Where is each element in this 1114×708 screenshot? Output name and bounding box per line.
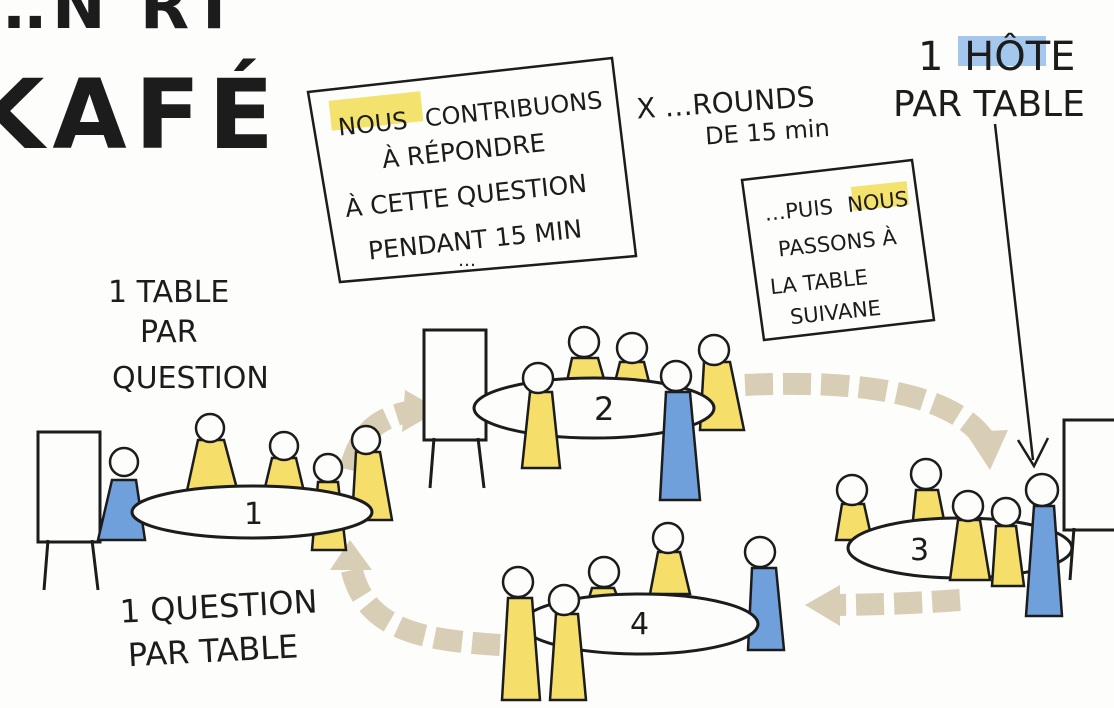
host-line-2: PAR TABLE bbox=[893, 84, 1085, 125]
people-table-3-front bbox=[948, 472, 1064, 618]
flipchart-2 bbox=[422, 328, 488, 489]
host-number: 1 bbox=[918, 34, 943, 80]
note-2-line-2: PASSONS À bbox=[777, 224, 899, 261]
rounds-label: X …ROUNDS DE 15 min bbox=[635, 80, 830, 150]
svg-text:…PUIS NOUS: …PUIS NOUS bbox=[763, 187, 909, 226]
table-1-group: 1 bbox=[96, 412, 394, 552]
people-table-2-front bbox=[520, 359, 702, 502]
note-1-line-5: … bbox=[458, 250, 476, 271]
flipchart-3 bbox=[1062, 418, 1114, 581]
table-per-question-label: 1 TABLE PAR QUESTION bbox=[108, 275, 269, 396]
host-pointer-line bbox=[993, 123, 1035, 461]
people-table-4-front bbox=[500, 565, 588, 702]
arrow-4-to-1 bbox=[339, 558, 501, 656]
title: …N RT KAFÉ bbox=[0, 0, 282, 171]
host-word: HÔTE bbox=[964, 32, 1075, 80]
table-2-group: 2 bbox=[472, 325, 746, 502]
svg-text:1 HÔTE: 1 HÔTE bbox=[918, 32, 1075, 80]
note-2-line-4: SUIVANE bbox=[789, 296, 882, 329]
table-2-number: 2 bbox=[594, 390, 614, 428]
arrow-head-2 bbox=[402, 390, 440, 432]
tpq-line-2: PAR bbox=[140, 315, 198, 350]
svg-text:NOUS CONTRIBUONS: NOUS CONTRIBUONS bbox=[337, 86, 604, 142]
host-highlight bbox=[958, 36, 1046, 66]
qpt-line-2: PAR TABLE bbox=[127, 627, 299, 674]
note-box-next-table: …PUIS NOUS PASSONS À LA TABLE SUIVANE bbox=[740, 158, 936, 342]
note-box-2-frame bbox=[740, 158, 936, 342]
note-box-1-frame bbox=[306, 56, 638, 284]
arrow-head-4 bbox=[805, 585, 840, 626]
note-1-line-1-rest: CONTRIBUONS bbox=[424, 86, 604, 132]
tpq-line-1: 1 TABLE bbox=[108, 275, 229, 310]
note-1-line-3: À CETTE QUESTION bbox=[344, 169, 589, 223]
table-4-number: 4 bbox=[630, 607, 649, 642]
table-3-number: 3 bbox=[910, 533, 929, 568]
host-pointer-head bbox=[1016, 437, 1050, 469]
note-2-line-3: LA TABLE bbox=[769, 265, 869, 299]
tpq-line-3: QUESTION bbox=[112, 361, 269, 396]
note-2-line-1-start: …PUIS bbox=[763, 195, 834, 226]
arrow-head-1 bbox=[330, 540, 372, 570]
qpt-line-1: 1 QUESTION bbox=[119, 582, 318, 630]
title-line-2: KAFÉ bbox=[0, 58, 282, 171]
question-per-table-label: 1 QUESTION PAR TABLE bbox=[119, 582, 318, 674]
host-label: 1 HÔTE PAR TABLE bbox=[893, 32, 1085, 469]
note-box-contribution: NOUS CONTRIBUONS À RÉPONDRE À CETTE QUES… bbox=[306, 56, 638, 284]
arrow-2-to-3 bbox=[744, 372, 995, 447]
table-1 bbox=[130, 484, 374, 540]
nous-highlight-2 bbox=[850, 181, 910, 211]
note-1-highlight: NOUS bbox=[337, 107, 409, 142]
note-1-line-2: À RÉPONDRE bbox=[381, 128, 547, 174]
note-2-highlight: NOUS bbox=[846, 187, 909, 217]
arrow-heads bbox=[330, 390, 1008, 626]
title-line-1: …N RT bbox=[0, 0, 242, 44]
table-3-group: 3 bbox=[834, 457, 1074, 618]
flipchart-1 bbox=[36, 430, 102, 591]
nous-highlight-1 bbox=[328, 91, 424, 131]
table-4-group: 4 bbox=[500, 521, 786, 702]
arrow-head-3 bbox=[965, 430, 1008, 470]
table-1-number: 1 bbox=[244, 497, 263, 532]
arrow-3-to-4 bbox=[829, 589, 961, 616]
